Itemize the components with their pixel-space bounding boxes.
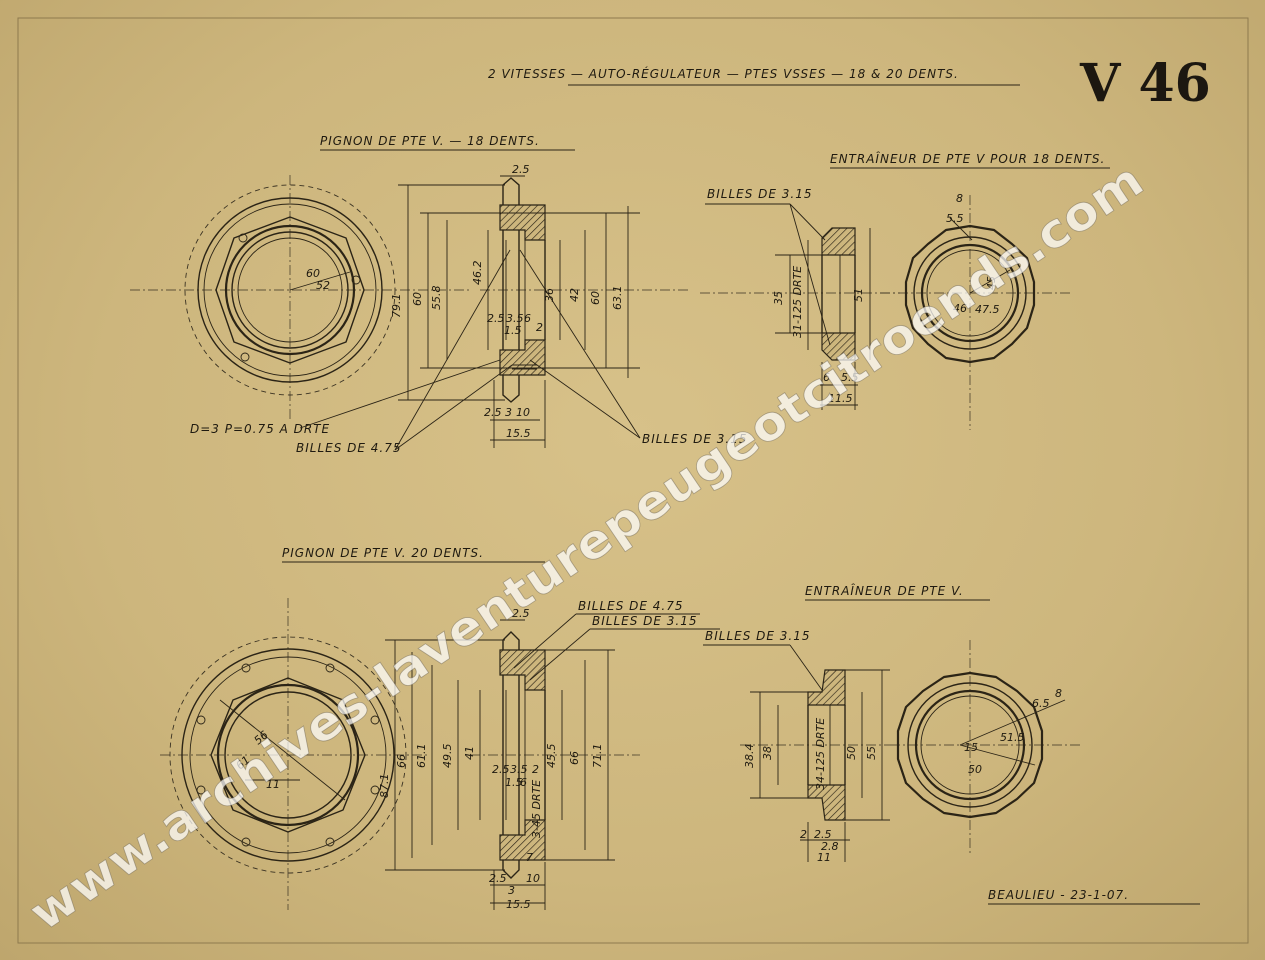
svg-text:2: 2 <box>532 763 539 776</box>
driver-18-front-view <box>880 195 1070 430</box>
pinion-18-section-view <box>480 177 690 403</box>
svg-text:2.5: 2.5 <box>512 163 530 176</box>
svg-text:11: 11 <box>266 778 280 791</box>
svg-text:6: 6 <box>823 371 830 384</box>
svg-text:BILLES DE 4.75: BILLES DE 4.75 <box>578 599 684 613</box>
svg-text:11: 11 <box>817 851 831 864</box>
svg-text:10: 10 <box>526 872 540 885</box>
svg-text:15.5: 15.5 <box>506 898 531 911</box>
svg-text:8: 8 <box>956 192 963 205</box>
svg-text:2.5: 2.5 <box>489 872 507 885</box>
svg-text:49.5: 49.5 <box>441 744 454 769</box>
svg-text:55.8: 55.8 <box>430 286 443 311</box>
svg-text:2.8: 2.8 <box>821 840 839 853</box>
svg-text:6.5: 6.5 <box>1032 697 1050 710</box>
svg-text:87.1: 87.1 <box>378 774 391 799</box>
svg-text:60: 60 <box>411 292 424 306</box>
svg-text:50: 50 <box>845 746 858 760</box>
view-pinion-20: PIGNON DE PTE V. 20 DENTS. 56 61 11 <box>160 546 720 911</box>
svg-text:45.5: 45.5 <box>545 744 558 769</box>
svg-text:2.5: 2.5 <box>814 828 832 841</box>
svg-text:66: 66 <box>395 754 408 768</box>
svg-text:D=3 P=0.75 A DRTE: D=3 P=0.75 A DRTE <box>190 422 330 436</box>
svg-text:50: 50 <box>968 763 982 776</box>
svg-text:6: 6 <box>520 776 527 789</box>
svg-text:2.5: 2.5 <box>484 406 502 419</box>
svg-text:42: 42 <box>568 288 581 302</box>
watermark-text: www.archives-laventurepeugeotcitroends.c… <box>20 153 1153 942</box>
svg-text:46: 46 <box>953 302 967 315</box>
svg-text:47.5: 47.5 <box>975 303 1000 316</box>
svg-text:1.5: 1.5 <box>504 324 522 337</box>
driver-20-front-view <box>890 640 1080 855</box>
svg-text:6: 6 <box>524 312 531 325</box>
svg-text:2.5: 2.5 <box>512 607 530 620</box>
svg-text:8: 8 <box>1055 687 1062 700</box>
svg-text:2: 2 <box>536 321 543 334</box>
svg-text:5.5: 5.5 <box>946 212 964 225</box>
svg-text:3-45 DRTE: 3-45 DRTE <box>530 780 543 838</box>
svg-text:2.5: 2.5 <box>487 312 505 325</box>
svg-text:35: 35 <box>772 291 785 305</box>
svg-text:11.5: 11.5 <box>828 392 853 405</box>
svg-text:51: 51 <box>852 288 865 302</box>
svg-text:15: 15 <box>964 741 978 754</box>
svg-text:66: 66 <box>568 751 581 765</box>
svg-text:36: 36 <box>543 288 556 302</box>
svg-text:BILLES DE 3.15: BILLES DE 3.15 <box>707 187 813 201</box>
view-title: ENTRAÎNEUR DE PTE V. <box>805 583 964 598</box>
svg-text:3: 3 <box>508 884 515 897</box>
svg-text:63.1: 63.1 <box>611 286 624 311</box>
sheet-border <box>17 17 1249 944</box>
svg-text:15.5: 15.5 <box>506 427 531 440</box>
svg-text:46.2: 46.2 <box>471 261 484 286</box>
svg-text:55: 55 <box>865 746 878 760</box>
svg-text:52: 52 <box>316 279 330 292</box>
svg-text:79.1: 79.1 <box>390 294 403 319</box>
view-title: ENTRAÎNEUR DE PTE V POUR 18 DENTS. <box>830 151 1105 166</box>
pinion-18-front-view <box>130 175 470 420</box>
driver-18-section-view <box>700 227 900 361</box>
view-title: PIGNON DE PTE V. 20 DENTS. <box>282 546 484 560</box>
svg-text:60: 60 <box>589 291 602 305</box>
svg-text:38: 38 <box>761 746 774 760</box>
svg-text:51.5: 51.5 <box>1000 731 1025 744</box>
svg-text:BILLES DE 3.15: BILLES DE 3.15 <box>592 614 698 628</box>
view-pinion-18: PIGNON DE PTE V. — 18 DENTS. 60 52 <box>130 134 748 455</box>
svg-text:34-125 DRTE: 34-125 DRTE <box>814 718 827 790</box>
svg-text:BILLES DE 3.15: BILLES DE 3.15 <box>705 629 811 643</box>
svg-text:3.5: 3.5 <box>510 763 528 776</box>
svg-text:7: 7 <box>526 851 533 864</box>
svg-text:38.4: 38.4 <box>743 744 756 769</box>
sheet-title: 2 VITESSES — AUTO-RÉGULATEUR — PTES VSSE… <box>488 66 959 81</box>
svg-text:BILLES DE 4.75: BILLES DE 4.75 <box>296 441 402 455</box>
view-driver-20: ENTRAÎNEUR DE PTE V. 38.4 38 34-125 DRTE… <box>703 583 1080 864</box>
svg-text:45: 45 <box>985 276 998 290</box>
svg-text:2.5: 2.5 <box>492 763 510 776</box>
svg-text:5.5: 5.5 <box>841 371 859 384</box>
svg-text:71.1: 71.1 <box>591 744 604 769</box>
svg-text:41: 41 <box>463 746 476 760</box>
svg-text:BILLES DE 3.15: BILLES DE 3.15 <box>642 432 748 446</box>
svg-text:3.5: 3.5 <box>506 312 524 325</box>
svg-text:2: 2 <box>800 828 807 841</box>
drawing-number: V 46 <box>1079 53 1211 114</box>
svg-text:10: 10 <box>516 406 530 419</box>
svg-text:61.1: 61.1 <box>415 744 428 769</box>
svg-text:31-125 DRTE: 31-125 DRTE <box>791 266 804 338</box>
view-driver-18: ENTRAÎNEUR DE PTE V POUR 18 DENTS. 35 31… <box>700 151 1110 430</box>
svg-text:3: 3 <box>505 406 512 419</box>
date-signature: BEAULIEU - 23-1-07. <box>988 888 1129 902</box>
view-title: PIGNON DE PTE V. — 18 DENTS. <box>320 134 540 148</box>
pinion-20-front-view <box>160 598 430 910</box>
svg-text:1.5: 1.5 <box>505 776 523 789</box>
svg-text:60: 60 <box>306 267 320 280</box>
